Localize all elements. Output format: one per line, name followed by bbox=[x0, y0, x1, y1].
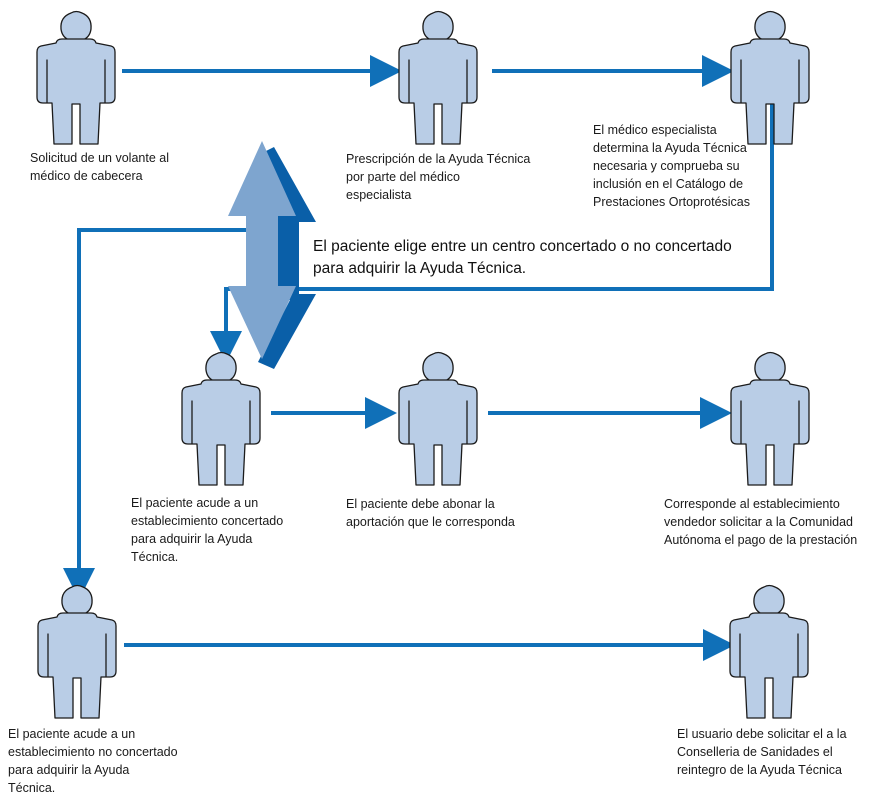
caption-line: para adquirir la Ayuda bbox=[8, 763, 130, 777]
arrow-choice-to-n7 bbox=[63, 228, 258, 600]
caption-line: inclusión en el Catálogo de bbox=[593, 177, 744, 191]
person-icon bbox=[36, 10, 116, 145]
person-icon bbox=[181, 351, 261, 486]
caption-n2: Prescripción de la Ayuda Técnica por par… bbox=[346, 150, 530, 204]
choice-text-line-1: El paciente elige entre un centro concer… bbox=[313, 238, 732, 255]
caption-line: Técnica. bbox=[8, 781, 56, 795]
caption-line: reintegro de la Ayuda Técnica bbox=[677, 763, 842, 777]
caption-line: para adquirir la Ayuda bbox=[131, 532, 253, 546]
caption-line: necesaria y comprueba su bbox=[593, 159, 740, 173]
person-icon bbox=[398, 351, 478, 486]
caption-line: Técnica. bbox=[131, 550, 179, 564]
caption-line: Autónoma el pago de la prestación bbox=[664, 533, 858, 547]
choice-text-line-2: para adquirir la Ayuda Técnica. bbox=[313, 260, 527, 277]
double-arrow-icon bbox=[228, 141, 316, 369]
caption-n8: El usuario debe solicitar el a la Consel… bbox=[677, 725, 847, 779]
caption-n5: El paciente debe abonar la aportación qu… bbox=[346, 495, 515, 531]
person-icon bbox=[398, 10, 478, 145]
caption-line: Corresponde al establecimiento bbox=[664, 497, 840, 511]
caption-n3: El médico especialista determina la Ayud… bbox=[593, 121, 750, 211]
caption-line: vendedor solicitar a la Comunidad bbox=[664, 515, 853, 529]
caption-line: El médico especialista bbox=[593, 123, 717, 137]
caption-line: especialista bbox=[346, 188, 412, 202]
caption-line: Solicitud de un volante al bbox=[30, 151, 169, 165]
person-icon bbox=[729, 584, 809, 719]
connectors bbox=[63, 55, 774, 661]
caption-n7: El paciente acude a un establecimiento n… bbox=[8, 725, 178, 797]
caption-line: El paciente acude a un bbox=[131, 496, 259, 510]
person-figures bbox=[36, 10, 810, 719]
caption-line: El paciente debe abonar la bbox=[346, 497, 495, 511]
caption-line: por parte del médico bbox=[346, 170, 460, 184]
caption-n1: Solicitud de un volante al médico de cab… bbox=[30, 149, 169, 185]
person-icon bbox=[37, 584, 117, 719]
caption-line: determina la Ayuda Técnica bbox=[593, 141, 747, 155]
caption-line: El usuario debe solicitar el a la bbox=[677, 727, 847, 741]
caption-n6: Corresponde al establecimiento vendedor … bbox=[664, 495, 857, 549]
caption-line: establecimiento concertado bbox=[131, 514, 284, 528]
caption-line: médico de cabecera bbox=[30, 169, 143, 183]
caption-n4: El paciente acude a un establecimiento c… bbox=[131, 494, 283, 566]
choice-text: El paciente elige entre un centro concer… bbox=[313, 236, 773, 280]
caption-line: El paciente acude a un bbox=[8, 727, 136, 741]
person-icon bbox=[730, 351, 810, 486]
caption-line: Prestaciones Ortoprotésicas bbox=[593, 195, 751, 209]
caption-line: Conselleria de Sanidades el bbox=[677, 745, 833, 759]
caption-line: Prescripción de la Ayuda Técnica bbox=[346, 152, 531, 166]
caption-line: aportación que le corresponda bbox=[346, 515, 515, 529]
caption-line: establecimiento no concertado bbox=[8, 745, 178, 759]
